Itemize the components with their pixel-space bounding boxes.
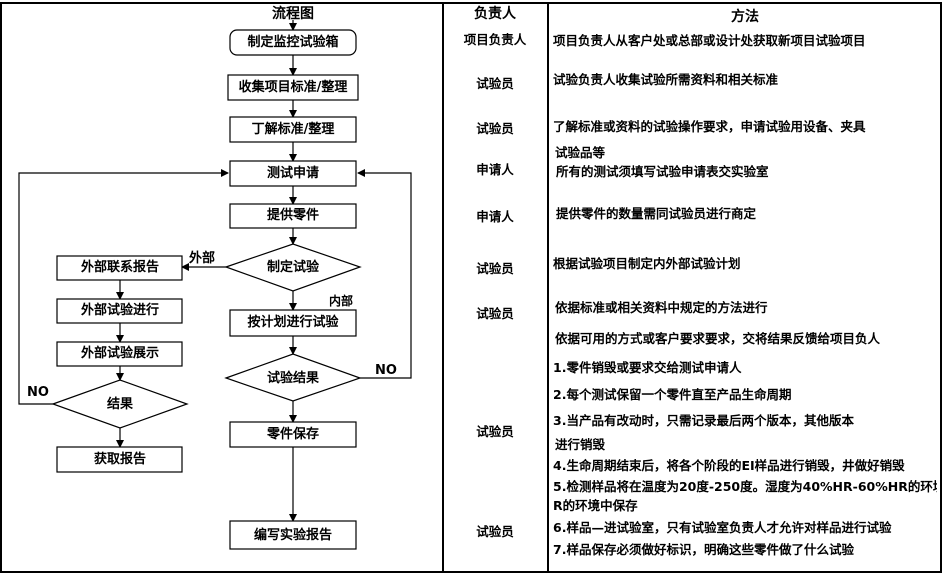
owner-cell: 试验员 (476, 261, 514, 276)
outside-branch-label: 外部 (189, 251, 216, 266)
owner-cell: 项目负责人 (463, 32, 527, 47)
method-header: 方法 (731, 9, 759, 25)
method-line: 5.检测样品将在温度为20度-250度。湿度为40%HR-60%HR的环境中保存 (553, 479, 937, 494)
method-line: 7.样品保存必须做好标识，明确这些零件做了什么试验 (553, 542, 854, 557)
decide-node (224, 243, 362, 292)
method-line: 根据试验项目制定内外部试验计划 (553, 256, 741, 271)
method-line: 试验负责人收集试验所需资料和相关标准 (553, 72, 779, 87)
owner-header: 负责人 (474, 6, 516, 22)
test-result-node (224, 353, 362, 402)
plan-test-label: 按计划进行试验 (247, 315, 339, 330)
flow-header: 流程图 (272, 6, 314, 22)
write-report-label: 编写实验报告 (253, 528, 333, 543)
plan-test-node (229, 309, 357, 337)
no-left-label: NO (27, 385, 49, 400)
owner-cell: 试验员 (476, 424, 514, 439)
understand-label: 丁解标准/整理 (251, 122, 335, 137)
owner-cell: 申请人 (476, 162, 514, 177)
make-box-node (229, 29, 357, 56)
ext-show-node (56, 341, 183, 367)
method-line: 6.样品—进试验室，只有试验室负责人才允许对样品进行试验 (553, 520, 892, 535)
get-report-node (56, 446, 183, 473)
method-line: 依据可用的方式或客户要求要求，交将结果反馈给项目负人 (555, 331, 881, 346)
write-report-node (229, 520, 357, 550)
method-line: 2.每个测试保留一个零件直至产品生命周期 (553, 387, 792, 402)
owner-cell: 试验员 (476, 306, 514, 321)
owner-cell: 申请人 (476, 209, 514, 224)
ext-report-node (56, 255, 183, 281)
inside-branch-label: 内部 (329, 294, 354, 308)
method-line: 依据标准或相关资料中规定的方法进行 (555, 300, 768, 315)
get-report-label: 获取报告 (93, 452, 147, 467)
make-box-label: 制定监控试验箱 (247, 35, 339, 50)
method-line: 了解标准或资料的试验操作要求，申请试验用设备、夹具 (553, 119, 866, 134)
decide-label: 制定试验 (266, 260, 320, 275)
ext-test-label: 外部试验进行 (80, 303, 160, 318)
method-line: R的环境中保存 (553, 498, 638, 513)
apply-label: 测试申请 (266, 166, 320, 181)
owner-cell: 试验员 (476, 121, 514, 136)
method-line: 项目负责人从客户处或总部或设计处获取新项目试验项目 (553, 33, 866, 48)
no-right-label: NO (375, 363, 397, 378)
method-line: 1.零件销毁或要求交给测试申请人 (553, 360, 742, 375)
ext-report-label: 外部联系报告 (80, 260, 160, 275)
save-parts-label: 零件保存 (266, 427, 320, 442)
ext-result-node (51, 379, 189, 429)
method-line: 所有的测试须填写试验申请表交实验室 (556, 164, 769, 179)
owner-cell: 试验员 (476, 76, 514, 91)
method-line: 进行销毁 (555, 437, 606, 452)
ext-show-label: 外部试验展示 (80, 346, 160, 361)
method-line: 3.当产品有改动时，只需记录最后两个版本，其他版本 (553, 413, 854, 428)
save-parts-node (229, 421, 357, 448)
method-line: 4.生命周期结束后，将各个阶段的EI样品进行销毁，井做好销毁 (553, 458, 905, 473)
ext-test-node (56, 298, 183, 324)
ext-result-label: 结果 (106, 397, 134, 412)
collect-node (227, 74, 359, 101)
collect-label: 收集项目标准/整理 (238, 80, 348, 95)
method-line: 提供零件的数量需同试验员进行商定 (556, 206, 757, 221)
apply-node (229, 160, 357, 187)
provide-label: 提供零件 (266, 208, 320, 223)
understand-node (229, 116, 357, 143)
provide-node (229, 203, 357, 229)
owner-cell: 试验员 (476, 524, 514, 539)
test-result-label: 试验结果 (266, 371, 320, 386)
method-line: 试验品等 (555, 145, 606, 160)
